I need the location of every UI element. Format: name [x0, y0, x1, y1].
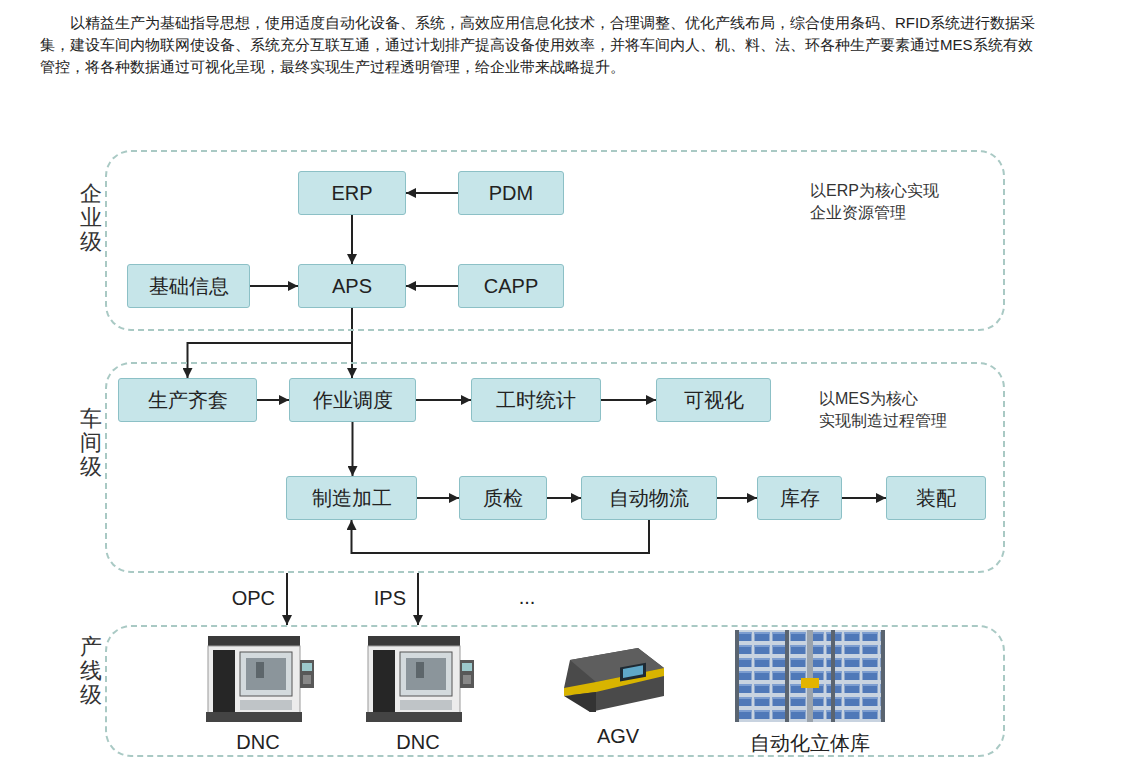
equipment-label: DNC: [236, 731, 279, 754]
process-box: ERP: [298, 171, 406, 215]
box-label: 生产齐套: [148, 388, 228, 412]
protocol-label: IPS: [372, 587, 408, 610]
process-box: 生产齐套: [118, 378, 257, 422]
equipment-label: DNC: [396, 731, 439, 754]
box-label: 库存: [780, 486, 820, 510]
box-label: 基础信息: [149, 274, 229, 298]
box-label: 自动物流: [609, 486, 689, 510]
process-box: 制造加工: [286, 476, 417, 520]
process-box: CAPP: [458, 264, 564, 308]
flow-arrow: [417, 573, 419, 625]
level-heading: 产线级: [80, 635, 102, 708]
level-heading: 车间级: [80, 407, 102, 480]
box-label: CAPP: [484, 274, 538, 298]
flow-arrow: [717, 497, 757, 499]
process-box: 质检: [459, 476, 547, 520]
level-band: 车间级以MES为核心 实现制造过程管理生产齐套作业调度工时统计可视化制造加工质检…: [105, 362, 1005, 573]
process-box: 可视化: [656, 378, 771, 422]
flow-arrow: [351, 215, 353, 264]
flow-arrow: [416, 399, 471, 401]
ellipsis-label: ...: [519, 586, 536, 609]
flow-arrow: [188, 308, 353, 378]
box-label: ERP: [331, 181, 372, 205]
box-label: 装配: [916, 486, 956, 510]
process-box: 装配: [886, 476, 986, 520]
cnc-machine-illustration: [366, 636, 474, 722]
box-label: PDM: [489, 181, 533, 205]
box-label: 作业调度: [313, 388, 393, 412]
flow-arrow: [547, 497, 581, 499]
protocol-label: OPC: [230, 587, 277, 610]
process-box: 库存: [757, 476, 842, 520]
flow-arrow: [257, 399, 289, 401]
process-box: 基础信息: [127, 264, 250, 308]
agv-illustration: [564, 648, 664, 712]
flow-arrow: [250, 285, 298, 287]
level-band: 企业级以ERP为核心实现 企业资源管理ERPPDM基础信息APSCAPP: [105, 150, 1005, 331]
flow-arrow: [406, 285, 458, 287]
box-label: 工时统计: [496, 388, 576, 412]
level-description: 以ERP为核心实现 企业资源管理: [810, 180, 970, 225]
warehouse-illustration: [735, 630, 885, 722]
box-label: APS: [332, 274, 372, 298]
equipment-label: 自动化立体库: [750, 730, 870, 757]
level-description: 以MES为核心 实现制造过程管理: [819, 388, 979, 433]
flow-arrow: [351, 308, 353, 378]
flow-arrow: [286, 573, 288, 625]
flow-arrow: [352, 520, 650, 553]
process-box: 作业调度: [289, 378, 416, 422]
flow-arrow: [842, 497, 886, 499]
level-heading: 企业级: [80, 182, 102, 255]
flow-arrow: [417, 497, 459, 499]
process-box: PDM: [458, 171, 564, 215]
process-box: 自动物流: [581, 476, 717, 520]
box-label: 可视化: [684, 388, 744, 412]
process-box: 工时统计: [471, 378, 601, 422]
process-box: APS: [298, 264, 406, 308]
flow-arrow: [352, 422, 354, 476]
box-label: 制造加工: [312, 486, 392, 510]
cnc-machine-illustration: [206, 636, 314, 722]
flow-arrow: [601, 399, 656, 401]
equipment-label: AGV: [597, 725, 639, 748]
box-label: 质检: [483, 486, 523, 510]
flow-arrow: [406, 192, 458, 194]
intro-paragraph: 以精益生产为基础指导思想，使用适度自动化设备、系统，高效应用信息化技术，合理调整…: [40, 12, 1040, 78]
